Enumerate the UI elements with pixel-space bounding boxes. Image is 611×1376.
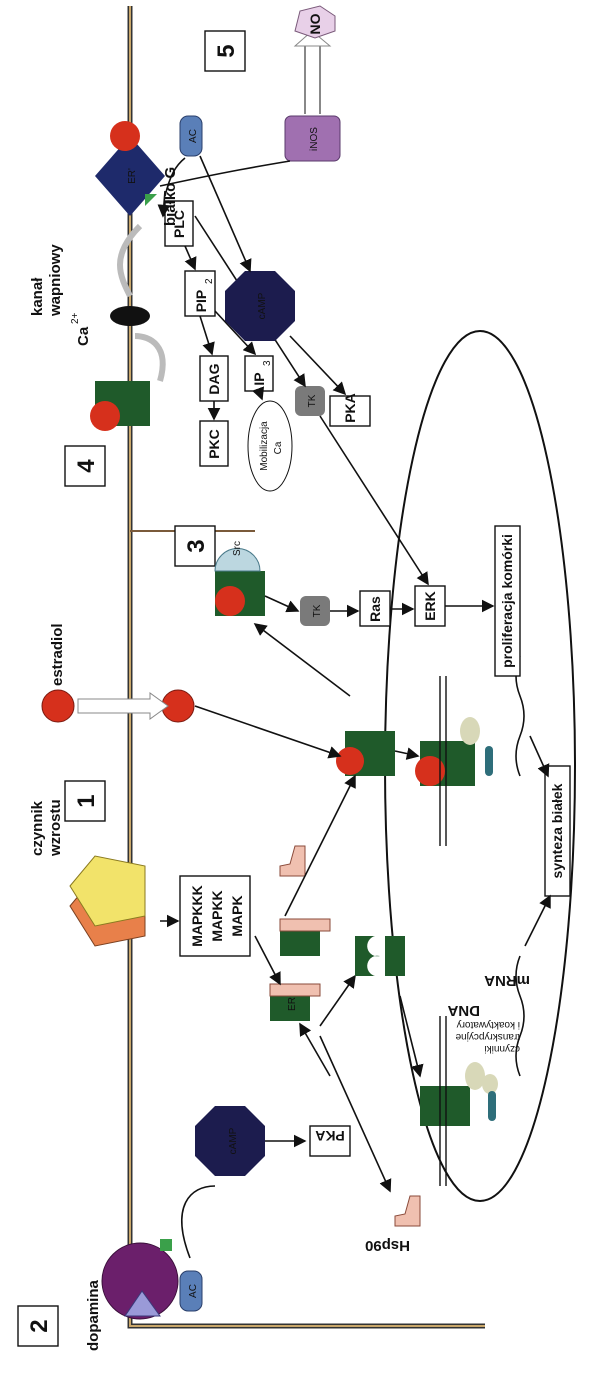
svg-text:1: 1 bbox=[73, 794, 100, 807]
calcium-channel-label-2: wapniowy bbox=[47, 244, 64, 317]
er-to-inos-arrow bbox=[160, 161, 290, 186]
camp-left: cAMP bbox=[195, 1106, 265, 1176]
svg-text:2: 2 bbox=[204, 278, 215, 284]
svg-text:Ca: Ca bbox=[273, 441, 284, 454]
hsp90-label: Hsp90 bbox=[365, 1237, 410, 1254]
svg-text:ERK: ERK bbox=[422, 591, 438, 621]
svg-text:iNOS: iNOS bbox=[309, 127, 320, 151]
section-3-label: 3 bbox=[175, 526, 215, 566]
camp-right: cAMP bbox=[225, 271, 295, 341]
svg-text:PIP: PIP bbox=[193, 290, 209, 313]
svg-text:cAMP: cAMP bbox=[228, 1127, 239, 1154]
er-hsp90-complex: ER bbox=[270, 984, 320, 1021]
growth-factor-label-1: czynnik bbox=[29, 800, 46, 856]
svg-text:2+: 2+ bbox=[70, 312, 81, 324]
growth-factor-label-2: wzrostu bbox=[47, 799, 64, 857]
svg-text:IP: IP bbox=[251, 372, 267, 385]
inos-to-no-arrow bbox=[305, 46, 320, 114]
ras-box: Ras bbox=[360, 591, 390, 626]
tf-label-1: czynniki bbox=[484, 1043, 520, 1054]
pkc-box: PKC bbox=[200, 421, 228, 466]
mapk-cascade-box: MAPKKK MAPKK MAPK bbox=[180, 876, 250, 956]
dopamine-label: dopamina bbox=[85, 1280, 102, 1351]
svg-text:PKA: PKA bbox=[315, 1128, 345, 1144]
ip3-box: IP 3 bbox=[245, 356, 273, 391]
pka-left: PKA bbox=[310, 1126, 350, 1156]
svg-text:PKC: PKC bbox=[206, 429, 222, 459]
tk-src: TK bbox=[300, 596, 330, 626]
tf-label-2: transkrypcyjne bbox=[455, 1031, 520, 1042]
svg-text:AC: AC bbox=[188, 1284, 199, 1298]
svg-text:MAPKKK: MAPKKK bbox=[189, 885, 205, 946]
svg-text:ER': ER' bbox=[127, 168, 138, 184]
membrane-receptor-section-4 bbox=[90, 381, 150, 431]
dna-label: DNA bbox=[447, 1002, 480, 1019]
inos: iNOS bbox=[285, 116, 340, 161]
dopamine-receptor bbox=[102, 1239, 178, 1319]
calcium-ion-label: Ca 2+ bbox=[70, 312, 92, 346]
svg-text:TK: TK bbox=[312, 604, 323, 617]
er-prime-receptor: ER' bbox=[95, 121, 165, 216]
pip2-box: PIP 2 bbox=[185, 271, 215, 316]
svg-text:synteza białek: synteza białek bbox=[549, 783, 565, 878]
calcium-channel-label-1: kanał bbox=[29, 277, 46, 316]
svg-text:PKA: PKA bbox=[342, 393, 358, 423]
svg-text:TK: TK bbox=[307, 394, 318, 407]
ac-right: AC bbox=[180, 116, 202, 156]
protein-synthesis-box: synteza białek bbox=[545, 766, 570, 896]
svg-text:4: 4 bbox=[73, 459, 100, 473]
estradiol-molecule bbox=[42, 690, 74, 722]
estradiol-label: estradiol bbox=[49, 623, 66, 686]
svg-text:ER: ER bbox=[287, 997, 298, 1011]
no-molecule: NO bbox=[295, 6, 335, 38]
svg-text:3: 3 bbox=[262, 360, 273, 366]
ca-mobilization: Mobilizacja Ca bbox=[248, 401, 292, 491]
svg-text:AC: AC bbox=[188, 129, 199, 143]
svg-text:2: 2 bbox=[26, 1319, 53, 1332]
svg-text:Mobilizacja: Mobilizacja bbox=[259, 421, 270, 471]
svg-text:Ca: Ca bbox=[75, 326, 92, 346]
tf-label-3: i koaktywatory bbox=[457, 1019, 520, 1030]
svg-text:3: 3 bbox=[183, 539, 210, 552]
svg-text:Ras: Ras bbox=[367, 596, 383, 622]
estradiol-entry-arrow bbox=[78, 693, 168, 719]
section-1-label: 1 bbox=[65, 781, 105, 821]
section-5-label: 5 bbox=[205, 31, 245, 71]
dna-receptor-left bbox=[420, 1062, 498, 1126]
mrna-label: mRNA bbox=[484, 972, 530, 989]
ligand-receptor-section-1 bbox=[280, 731, 395, 956]
svg-text:NO: NO bbox=[307, 13, 323, 34]
svg-text:5: 5 bbox=[213, 44, 240, 57]
dopamine-to-camp-arrow bbox=[182, 1186, 215, 1258]
proliferation-box: proliferacja komórki bbox=[495, 526, 520, 676]
svg-text:Src: Src bbox=[232, 541, 243, 556]
svg-text:proliferacja komórki: proliferacja komórki bbox=[499, 534, 515, 668]
section-2-label: 2 bbox=[18, 1306, 58, 1346]
svg-text:MAPKK: MAPKK bbox=[209, 890, 225, 941]
tk-right: TK bbox=[295, 386, 325, 416]
receptor-to-channel-arrow bbox=[135, 336, 163, 381]
section-4-label: 4 bbox=[65, 446, 105, 486]
erk-box: ERK bbox=[415, 586, 445, 626]
ac-left: AC bbox=[180, 1271, 202, 1311]
dag-box: DAG bbox=[200, 356, 228, 401]
src-receptor-complex: Src bbox=[215, 541, 265, 616]
dna-receptor-right bbox=[415, 717, 493, 786]
calcium-channel bbox=[110, 306, 150, 326]
hsp90-left bbox=[395, 1196, 420, 1226]
svg-text:cAMP: cAMP bbox=[257, 292, 268, 319]
pka-right: PKA bbox=[330, 393, 370, 426]
free-receptor-left bbox=[355, 936, 405, 976]
svg-text:MAPK: MAPK bbox=[229, 895, 245, 936]
growth-factor bbox=[70, 856, 145, 946]
svg-text:DAG: DAG bbox=[206, 363, 222, 394]
